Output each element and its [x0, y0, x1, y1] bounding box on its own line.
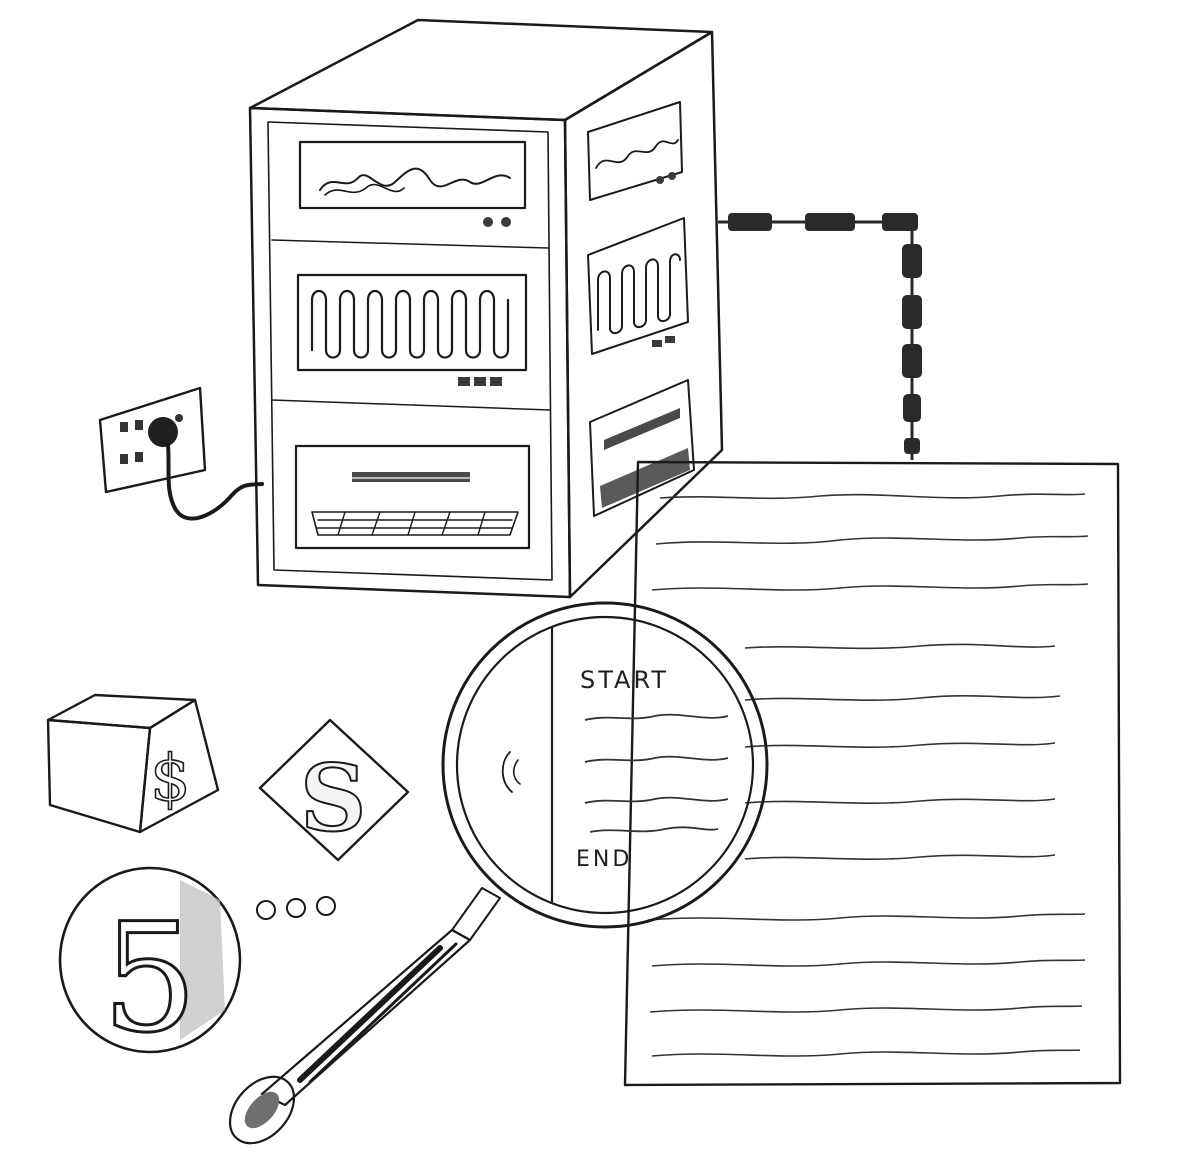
- server-tower: [248, 18, 724, 599]
- ellipsis-dots: [256, 896, 336, 920]
- dollar-cube: $: [46, 693, 220, 834]
- drive-bay-1: [298, 140, 527, 227]
- drive-bay-2: [296, 273, 528, 386]
- s-tile: S: [258, 718, 410, 862]
- dollar-symbol: $: [150, 742, 191, 816]
- magnifier-handle: [228, 887, 501, 1145]
- server-top-face: [248, 18, 714, 122]
- document-text-lines: [647, 493, 1089, 1057]
- lens-end-label: END: [576, 847, 632, 872]
- power-cable: [166, 443, 264, 521]
- magnifier-lens: START END: [501, 618, 729, 912]
- five-coin: 5: [58, 866, 242, 1068]
- wall-power-outlet: [98, 386, 207, 494]
- five-symbol: 5: [102, 892, 197, 1066]
- server-side-face: [563, 30, 724, 599]
- document-page: [623, 460, 1122, 1087]
- lens-start-label: START: [580, 666, 669, 694]
- s-symbol: S: [300, 744, 366, 852]
- network-cable: [718, 213, 922, 460]
- magnifier-rim: [441, 601, 769, 929]
- side-drive-bays: [587, 101, 695, 517]
- magnifying-glass: START END: [228, 601, 769, 1145]
- drive-bay-3: [294, 444, 531, 550]
